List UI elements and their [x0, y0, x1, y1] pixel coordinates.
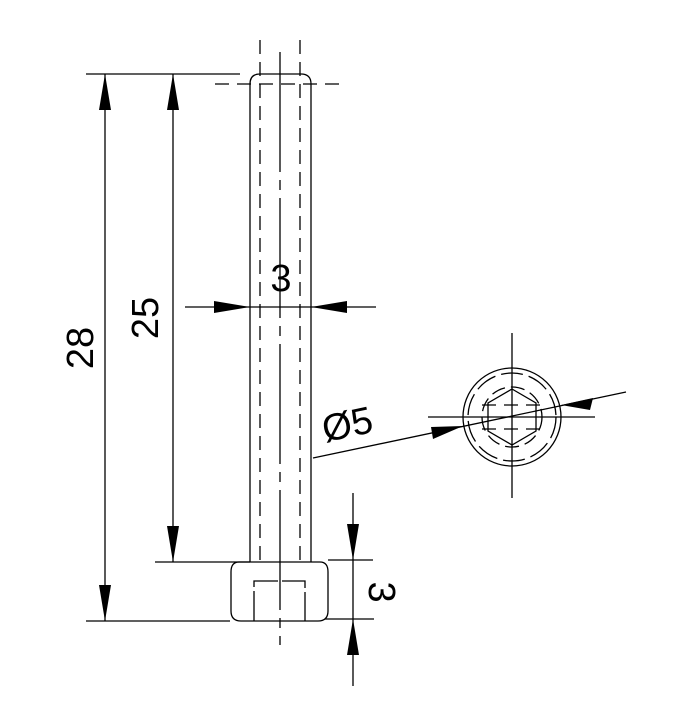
- hex-socket-hidden: [253, 580, 306, 621]
- dimension-head-diameter: Ø5: [312, 391, 627, 459]
- arrow-head: [214, 301, 250, 313]
- arrow-head: [99, 585, 111, 621]
- dimension-head-height: 3: [325, 493, 402, 686]
- arrow-head: [347, 524, 359, 560]
- arrow-head: [99, 74, 111, 110]
- head-outline: [230, 561, 329, 622]
- arrow-head: [347, 619, 359, 655]
- dimension-28: 28: [60, 73, 240, 622]
- dimension-head-label: 3: [360, 581, 402, 602]
- dimension-shaft-diameter: 3: [185, 258, 376, 313]
- arrow-head: [431, 426, 463, 439]
- arrow-head: [561, 398, 593, 410]
- arrow-head: [167, 526, 179, 562]
- dimension-diameter-label: Ø5: [318, 399, 376, 451]
- dimension-28-label: 28: [60, 327, 102, 369]
- arrow-head: [167, 74, 179, 110]
- arrow-head: [311, 301, 347, 313]
- dimension-shaft-label: 3: [270, 258, 291, 300]
- screw-side-view: [215, 40, 345, 645]
- dimension-25: 25: [125, 74, 250, 563]
- dimension-25-label: 25: [125, 297, 167, 339]
